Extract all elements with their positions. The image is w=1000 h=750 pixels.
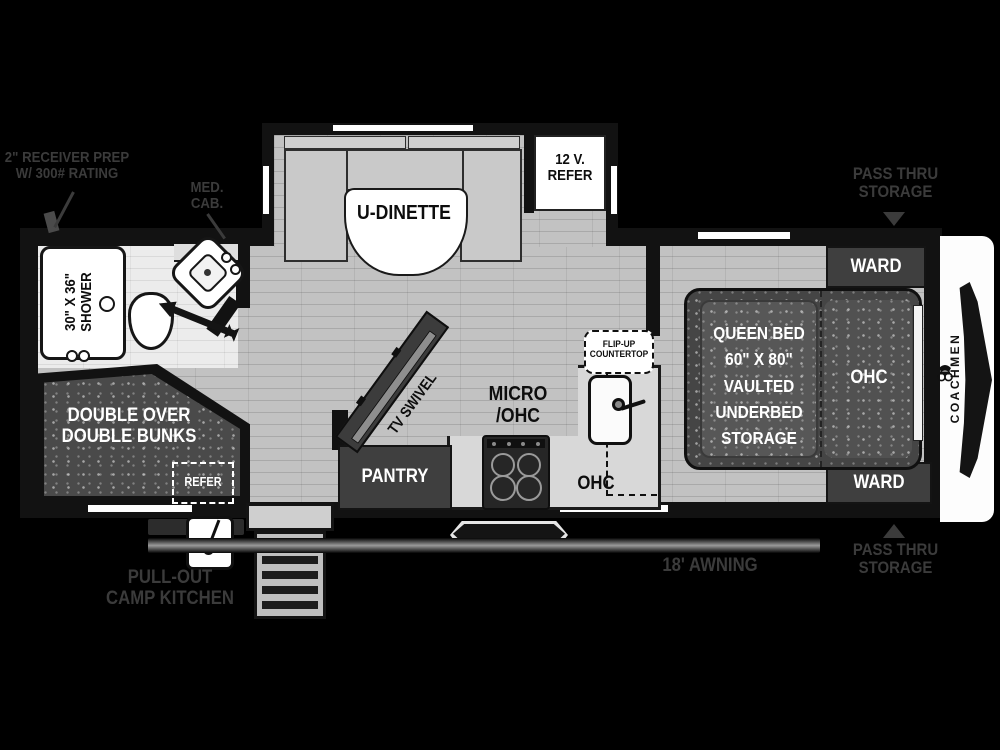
dinette-back-cushion [284, 136, 406, 149]
step-tread [262, 601, 318, 609]
step-tread [262, 586, 318, 594]
coachmen-logo-icon [937, 365, 953, 382]
bunk-refer-label: REFER [184, 475, 222, 489]
queen-bed-mattress [700, 300, 818, 458]
stove-burner [517, 453, 541, 477]
shower-drain [99, 296, 115, 312]
kitchen-ohc-label: OHC [577, 473, 615, 494]
window [698, 232, 790, 239]
dinette-back-cushion [408, 136, 520, 149]
bedroom-partition-wall [646, 244, 660, 336]
shower-label: 30" X 36"SHOWER [62, 272, 96, 332]
dinette-label: U-DINETTE [357, 202, 451, 224]
ward-label: WARD [853, 471, 905, 493]
flip-up-edge-dashed [607, 494, 657, 496]
stove-burner [491, 453, 515, 477]
shower-faucet [66, 350, 78, 362]
awning-bar [148, 538, 820, 553]
pantry: PANTRY [338, 445, 452, 510]
dinette-bench-top [346, 149, 464, 191]
bed-divider-dashed [820, 291, 822, 467]
bed-front-shelf [913, 305, 923, 441]
pass-thru-top-arrow-icon [883, 212, 905, 226]
refer-wall-strip [524, 133, 534, 213]
front-wall [924, 228, 942, 518]
stove-burner [516, 475, 542, 501]
sink-faucet [221, 252, 232, 263]
flip-up-countertop [584, 330, 654, 374]
window [333, 125, 473, 131]
dinette-bench-right [460, 149, 522, 262]
awning-label: 18' AWNING [662, 555, 758, 576]
toilet [128, 292, 174, 350]
window [611, 166, 617, 214]
ward-label: WARD [850, 255, 902, 277]
shower-faucet [78, 350, 90, 362]
receiver-pointer-line [53, 191, 75, 229]
wardrobe-top: WARD [826, 246, 926, 288]
refer-12v-label: 12 V.REFER [547, 151, 593, 185]
bed-ohc-section [824, 300, 912, 458]
window [88, 505, 192, 512]
pass-thru-bottom-arrow-icon [883, 524, 905, 538]
dinette-bench-left [284, 149, 348, 262]
micro-ohc-label: MICRO/OHC [488, 383, 548, 427]
entry-step-platform [246, 503, 334, 531]
rear-wall [20, 228, 38, 518]
stove-burner [490, 475, 516, 501]
sink-faucet [230, 264, 241, 275]
step-tread [262, 556, 318, 564]
bunk-refer [172, 462, 234, 504]
stove [482, 435, 550, 510]
sink-drain [204, 269, 211, 276]
window [263, 166, 269, 214]
refrigerator-12v [534, 135, 606, 211]
dinette-table [344, 188, 468, 276]
bed-ohc-label: OHC [850, 367, 888, 388]
kitchen-sink [588, 375, 632, 445]
med-cab-label: MED.CAB. [190, 179, 224, 213]
stove-knob-strip [487, 439, 545, 448]
door-step [453, 524, 565, 538]
step-tread [262, 571, 318, 579]
pantry-label: PANTRY [361, 466, 429, 488]
